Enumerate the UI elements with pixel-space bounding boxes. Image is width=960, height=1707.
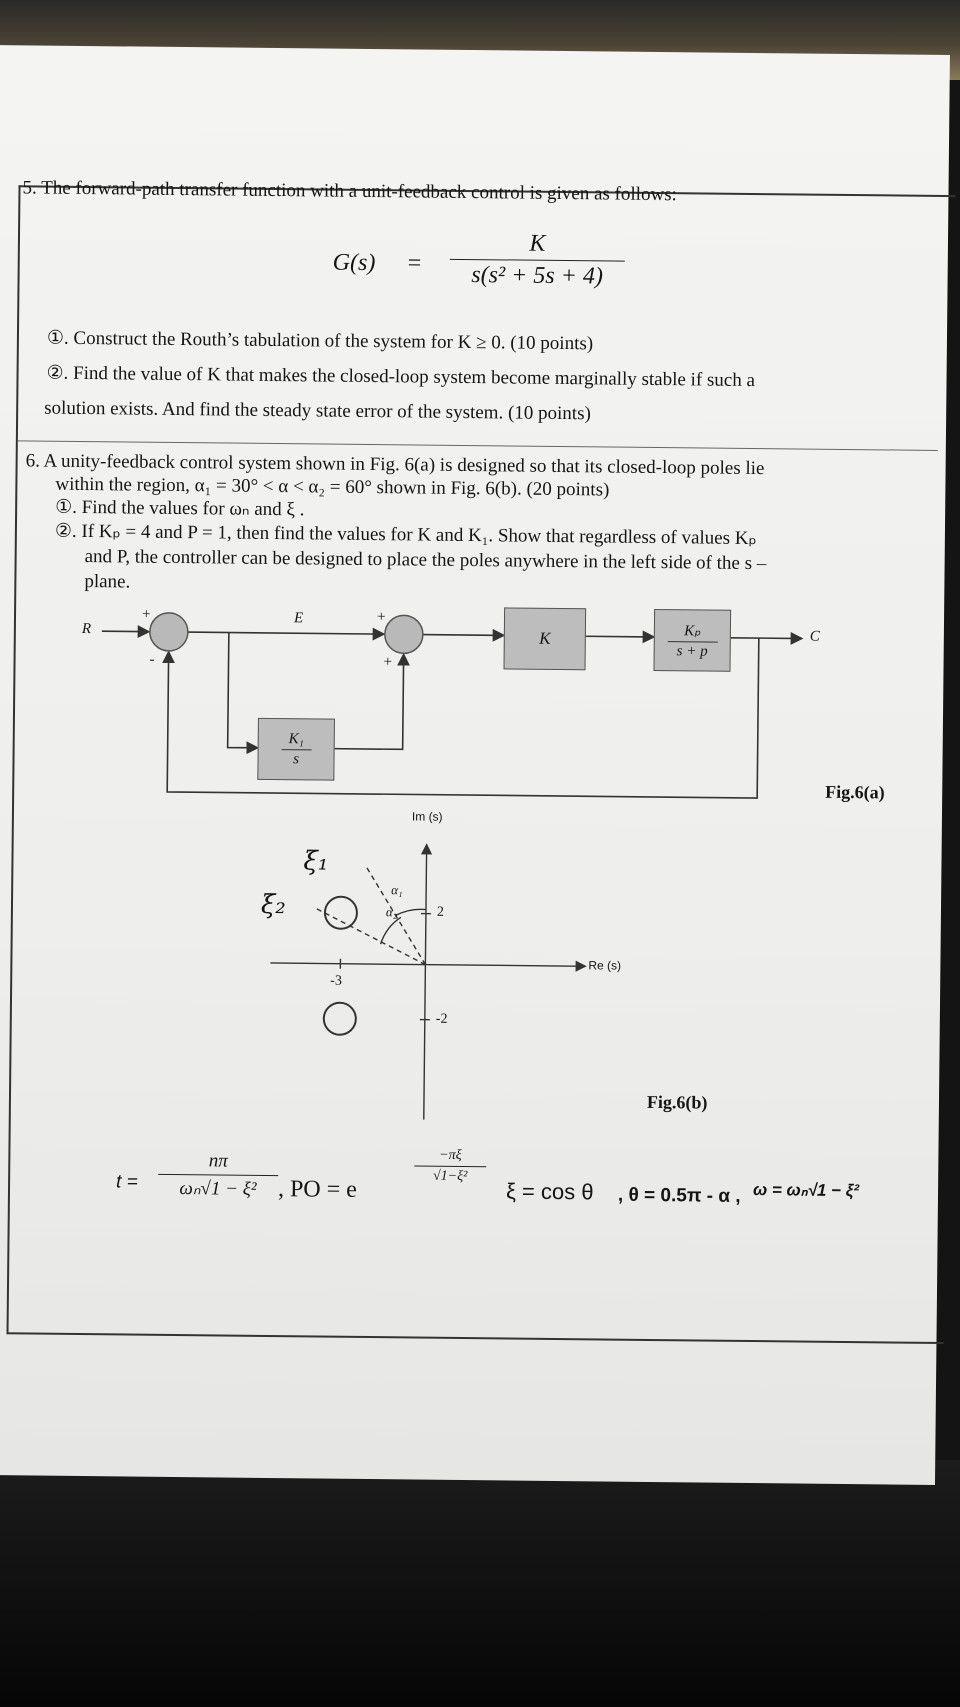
alpha2-label: α₂ — [385, 904, 398, 920]
background-bottom — [0, 1460, 960, 1707]
k1-branch-out — [332, 652, 410, 751]
tick-label-m2: -2 — [435, 1011, 448, 1027]
im-axis-label: Im (s) — [411, 809, 443, 824]
re-axis-label: Re (s) — [588, 958, 622, 973]
formula-omega: ω = ωₙ√1 − ξ² — [752, 1180, 860, 1201]
pole-lower — [322, 1001, 357, 1036]
formula-po: , PO = e — [277, 1176, 358, 1203]
imag-axis — [420, 843, 433, 1120]
tick-label-m3: -3 — [330, 973, 342, 989]
signal-e-line — [187, 627, 386, 641]
signal-c-line — [728, 632, 804, 645]
summing-junction-2 — [384, 614, 424, 655]
alpha1-arc — [395, 908, 427, 916]
block-diagram-svg — [101, 612, 804, 799]
pole-upper — [323, 895, 358, 930]
fig6b-caption: Fig.6(b) — [646, 1091, 708, 1113]
formula-t-lhs: t = — [115, 1171, 138, 1193]
alpha2-line — [315, 907, 426, 966]
signal-kp-in — [583, 630, 656, 644]
summing-junction-1 — [149, 612, 189, 652]
tick-label-2: 2 — [436, 904, 445, 920]
formula-t-fraction: nπ ωₙ√1 − ξ² — [158, 1150, 279, 1201]
formula-theta: , θ = 0.5π - α , — [617, 1184, 741, 1207]
signal-k-in — [421, 628, 506, 642]
real-axis — [270, 960, 587, 972]
s-plane-svg — [270, 843, 587, 1120]
feedback-path — [162, 638, 760, 799]
formula-zeta: ξ = cos θ — [505, 1178, 594, 1205]
k1-branch-in — [226, 632, 260, 755]
handwritten-zeta1: ξ₁ — [303, 846, 329, 877]
alpha2-arc — [379, 916, 402, 945]
exam-sheet: 5. The forward-path transfer function wi… — [0, 45, 956, 1485]
formula-po-exponent: −πξ √1−ξ² — [414, 1148, 487, 1186]
alpha1-label: α₁ — [391, 882, 403, 898]
handwritten-zeta2: ξ₂ — [260, 889, 286, 921]
alpha1-line — [365, 866, 426, 965]
